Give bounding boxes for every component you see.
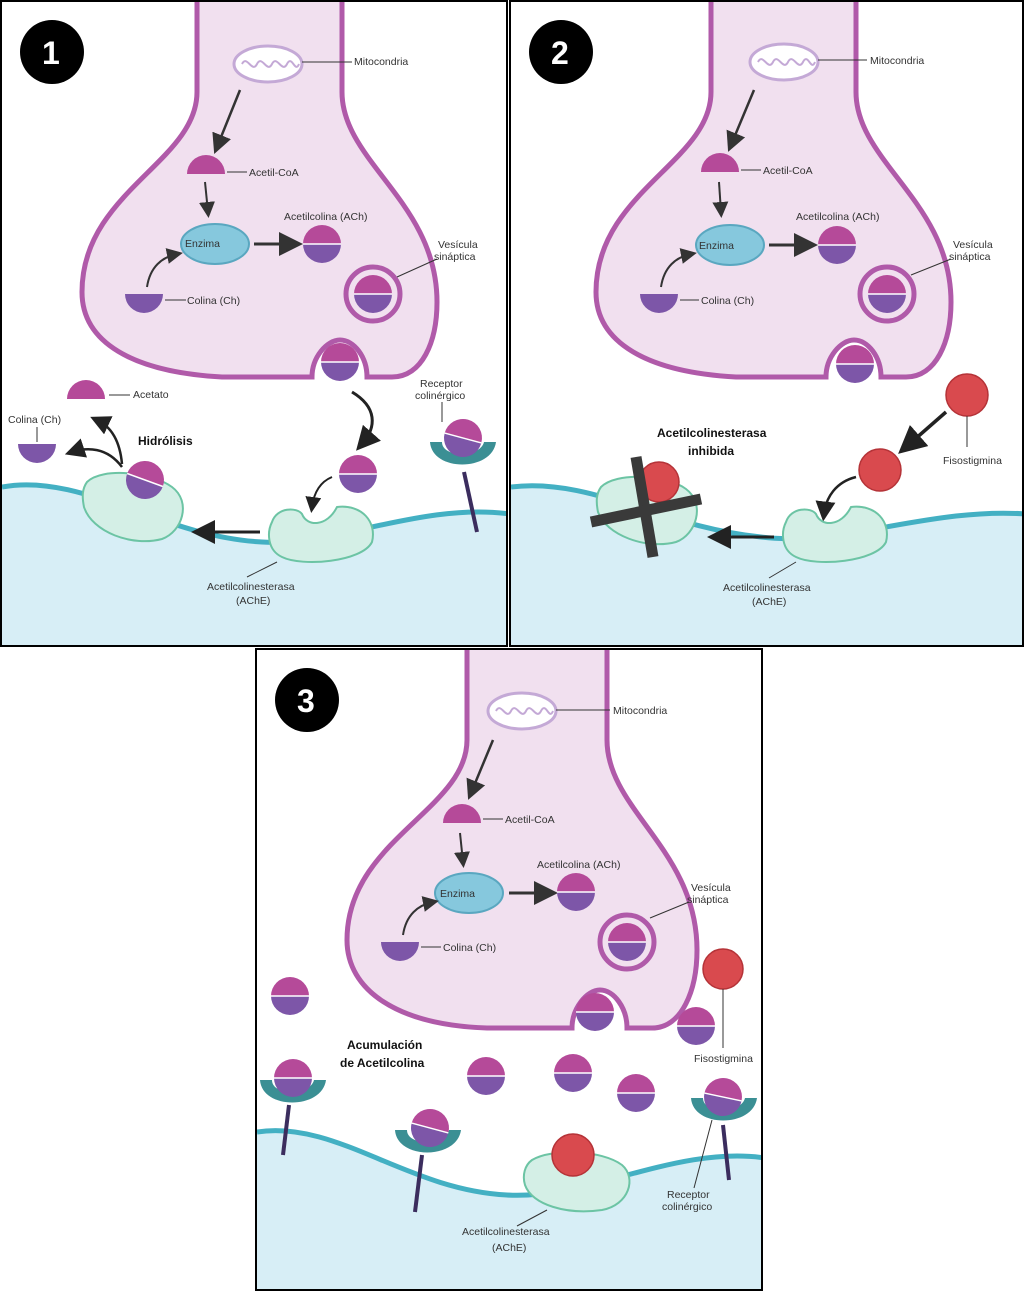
mito-label: Mitocondria [354, 56, 408, 68]
receptor-label-2: colinérgico [415, 390, 465, 402]
ach-label: Acetilcolina (ACh) [796, 211, 879, 223]
step-number: 1 [42, 35, 60, 71]
acetyl-coa-icon [443, 804, 481, 823]
choline-icon [640, 294, 678, 313]
panel-1: Mitocondria Acetil-CoA Enzima Acetilcoli… [0, 0, 508, 647]
vesicula-label-2: sináptica [949, 251, 991, 263]
enzima-label: Enzima [699, 240, 734, 252]
step-badge [529, 20, 593, 84]
ach-molecule [818, 226, 856, 264]
acetyl-coa-icon [187, 155, 225, 174]
ach-molecule [271, 977, 309, 1015]
ach-label: Acetilcolina (ACh) [284, 211, 367, 223]
ache-label-1: Acetilcolinesterasa [462, 1226, 550, 1238]
physostigmine-molecule [858, 448, 902, 492]
choline-icon [125, 294, 163, 313]
panel-3: Mitocondria Acetil-CoA Enzima Acetilcoli… [255, 648, 763, 1291]
inhibida-label-2: inhibida [688, 444, 734, 458]
acetate-icon [67, 380, 105, 399]
receptor-label-1: Receptor [667, 1189, 710, 1201]
physostigmine-molecule [945, 373, 989, 417]
mitochondria-icon [748, 42, 820, 82]
synaptic-cleft [511, 485, 1022, 645]
ach-molecule [576, 993, 614, 1031]
cholinergic-receptor [691, 1078, 757, 1181]
ache-enzyme [782, 505, 888, 563]
acetilcoa-label: Acetil-CoA [505, 814, 555, 826]
acumulacion-label-1: Acumulación [347, 1038, 422, 1052]
acetato-label: Acetato [133, 389, 169, 401]
acetyl-coa-icon [701, 153, 739, 172]
ach-molecule [126, 461, 164, 499]
ach-molecule [836, 345, 874, 383]
ach-molecule [557, 873, 595, 911]
choline-icon [18, 444, 56, 463]
vesicula-label-2: sináptica [687, 894, 729, 906]
inhibition-cross-icon [589, 456, 703, 558]
fisostigmina-label: Fisostigmina [943, 455, 1002, 467]
postsynaptic-membrane [257, 1128, 761, 1198]
ach-label: Acetilcolina (ACh) [537, 859, 620, 871]
step-badge [20, 20, 84, 84]
cholinergic-receptor [430, 419, 496, 533]
enzyme-icon [434, 872, 504, 914]
mito-label: Mitocondria [613, 705, 667, 717]
acetilcoa-label: Acetil-CoA [249, 167, 299, 179]
synaptic-vesicle [597, 912, 657, 972]
step-number: 2 [551, 35, 569, 71]
cholinergic-receptor [260, 1059, 326, 1156]
ach-molecule [467, 1057, 505, 1095]
vesicula-label-1: Vesícula [691, 882, 731, 894]
vesicula-label-2: sináptica [434, 251, 476, 263]
colina-label: Colina (Ch) [701, 295, 754, 307]
colina-label-2: Colina (Ch) [8, 414, 61, 426]
receptor-label-2: colinérgico [662, 1201, 712, 1213]
mito-label: Mitocondria [870, 55, 924, 67]
acetilcoa-label: Acetil-CoA [763, 165, 813, 177]
enzima-label: Enzima [185, 238, 220, 250]
panel-2: Mitocondria Acetil-CoA Enzima Acetilcoli… [509, 0, 1024, 647]
acumulacion-label-2: de Acetilcolina [340, 1056, 425, 1070]
ache-label-2: (AChE) [752, 596, 786, 608]
hidrolisis-label: Hidrólisis [138, 434, 193, 448]
enzima-label: Enzima [440, 888, 475, 900]
ach-molecule [554, 1054, 592, 1092]
choline-icon [381, 942, 419, 961]
synaptic-vesicle [343, 264, 403, 324]
colina-label: Colina (Ch) [443, 942, 496, 954]
receptor-label-1: Receptor [420, 378, 463, 390]
vesicula-label-1: Vesícula [438, 239, 478, 251]
step-number: 3 [297, 683, 315, 719]
ach-molecule [617, 1074, 655, 1112]
physostigmine-molecule [702, 948, 744, 990]
ache-enzyme [268, 505, 374, 563]
inhibida-label-1: Acetilcolinesterasa [657, 426, 767, 440]
step-badge [275, 668, 339, 732]
vesicula-label-1: Vesícula [953, 239, 993, 251]
colina-label: Colina (Ch) [187, 295, 240, 307]
postsynaptic-membrane [2, 482, 506, 545]
enzyme-icon [180, 223, 250, 265]
ach-molecule [677, 1007, 715, 1045]
ach-molecule [339, 455, 377, 493]
ache-label-2: (AChE) [492, 1242, 526, 1254]
ache-label-1: Acetilcolinesterasa [207, 581, 295, 593]
enzyme-icon [695, 224, 765, 266]
synaptic-cleft [257, 1130, 761, 1289]
ach-molecule [303, 225, 341, 263]
mitochondria-icon [232, 44, 304, 84]
ache-label-2: (AChE) [236, 595, 270, 607]
ach-molecule [321, 343, 359, 381]
synaptic-vesicle [857, 264, 917, 324]
cholinergic-receptor [395, 1109, 461, 1213]
physostigmine-molecule [551, 1133, 595, 1177]
fisostigmina-label: Fisostigmina [694, 1053, 753, 1065]
ache-label-1: Acetilcolinesterasa [723, 582, 811, 594]
synaptic-cleft [2, 484, 506, 645]
mitochondria-icon [486, 691, 558, 731]
